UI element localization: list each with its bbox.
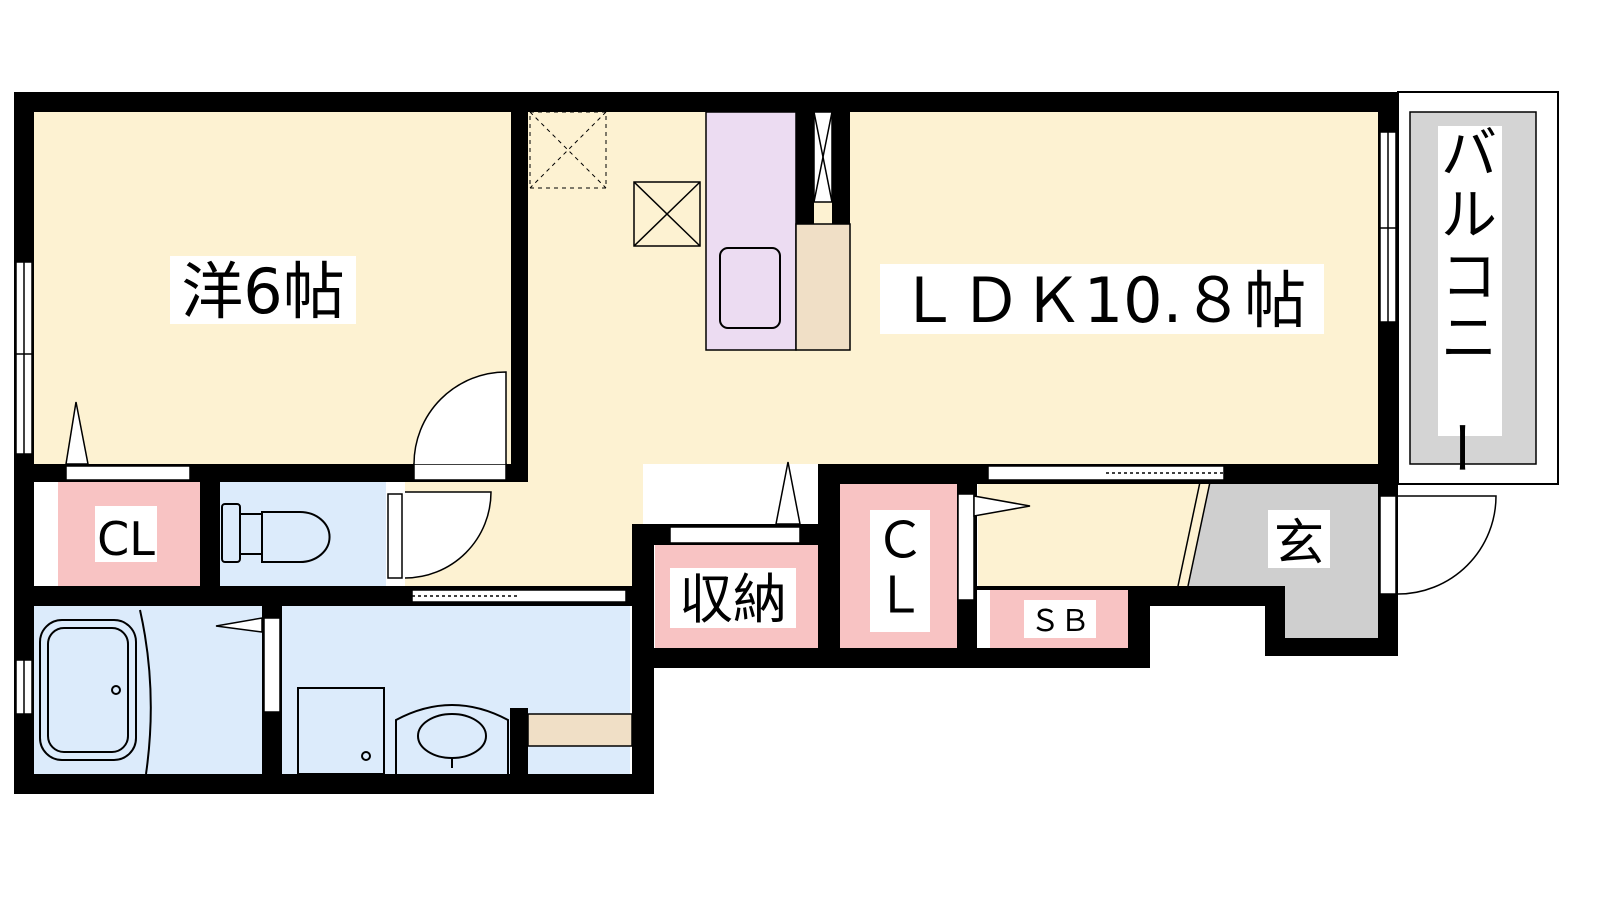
arrow-room-closet — [65, 401, 89, 465]
room-door-arc — [413, 371, 507, 465]
wall-center-left — [818, 464, 840, 668]
wall-entrance-floor — [1265, 638, 1398, 656]
balcony-label: バルコニー — [1427, 122, 1499, 477]
duct-icon — [813, 111, 833, 203]
sink-icon — [719, 247, 781, 329]
ldk-label: ＬＤＫ10.８帖 — [898, 264, 1307, 337]
toilet-door-frame — [387, 493, 403, 579]
entrance-door-arc — [1397, 495, 1497, 595]
closet-left-sliding-door — [65, 465, 191, 481]
western-room-label: 洋6帖 — [181, 255, 344, 328]
door-swing-icon — [404, 371, 1497, 595]
labels: 洋6帖 ＬＤＫ10.８帖 バルコニー CL 収納 ＣＬ ＳＢ 玄 — [97, 122, 1499, 639]
sliding-door-icon — [65, 465, 1225, 713]
shoe-box-label: ＳＢ — [1030, 604, 1090, 639]
wall-sb-top — [977, 586, 1131, 590]
closet-center-label-glyph: Ｌ — [875, 566, 925, 624]
closet-left-label: CL — [97, 512, 155, 566]
balcony-label-glyph: コ — [1441, 245, 1499, 310]
room-door-leaf — [413, 463, 507, 481]
wall-closet-right — [200, 482, 220, 606]
wall-top — [14, 92, 1394, 112]
arrow-entry-closet — [973, 495, 1031, 517]
wall-entrance-bottom — [1128, 586, 1150, 668]
fridge-space-icon — [633, 181, 701, 247]
wall-bottom-left — [14, 774, 654, 794]
balcony-label-glyph: ル — [1441, 184, 1499, 249]
wall-entrance-step — [1150, 586, 1285, 606]
wall-kitchen-pillar2 — [832, 112, 850, 224]
ceiling-storage-icon — [529, 111, 607, 189]
counter-side — [795, 223, 851, 351]
washbasin-icon — [395, 704, 509, 774]
washroom-floor — [282, 606, 630, 774]
wall-divider-sink — [510, 708, 528, 774]
wall-kitchen-pillar — [796, 112, 814, 224]
bath-floor — [34, 606, 262, 774]
label-backgrounds — [95, 126, 1502, 638]
wash-shelf — [527, 713, 633, 747]
storage-label: 収納 — [679, 568, 787, 631]
entrance-label: 玄 — [1274, 514, 1324, 572]
bath-door — [263, 617, 281, 713]
closet-center-label-glyph: Ｃ — [875, 511, 925, 569]
balcony-label-glyph: バ — [1441, 122, 1499, 187]
arrow-bath — [215, 617, 263, 633]
window-icon — [15, 131, 1397, 715]
closet-center-door — [957, 493, 975, 601]
toilet-door-arc — [404, 491, 492, 579]
entrance-step-line — [1187, 481, 1211, 587]
wall-room-divider — [511, 112, 528, 482]
entry-hall-floor — [978, 482, 1210, 586]
toilet-floor — [220, 482, 386, 586]
storage-sliding-door — [669, 526, 801, 544]
bathtub-icon — [39, 609, 152, 775]
toilet-icon — [221, 503, 331, 563]
opening-arrow-icon — [65, 401, 1031, 633]
closet-center-label: ＣＬ — [875, 511, 925, 624]
entrance-door-leaf — [1379, 495, 1397, 595]
wall-storage-bottom — [632, 648, 1150, 668]
arrow-storage — [775, 461, 801, 525]
balcony-label-glyph: ニ — [1441, 307, 1499, 372]
balcony-label-glyph: ー — [1427, 419, 1492, 477]
